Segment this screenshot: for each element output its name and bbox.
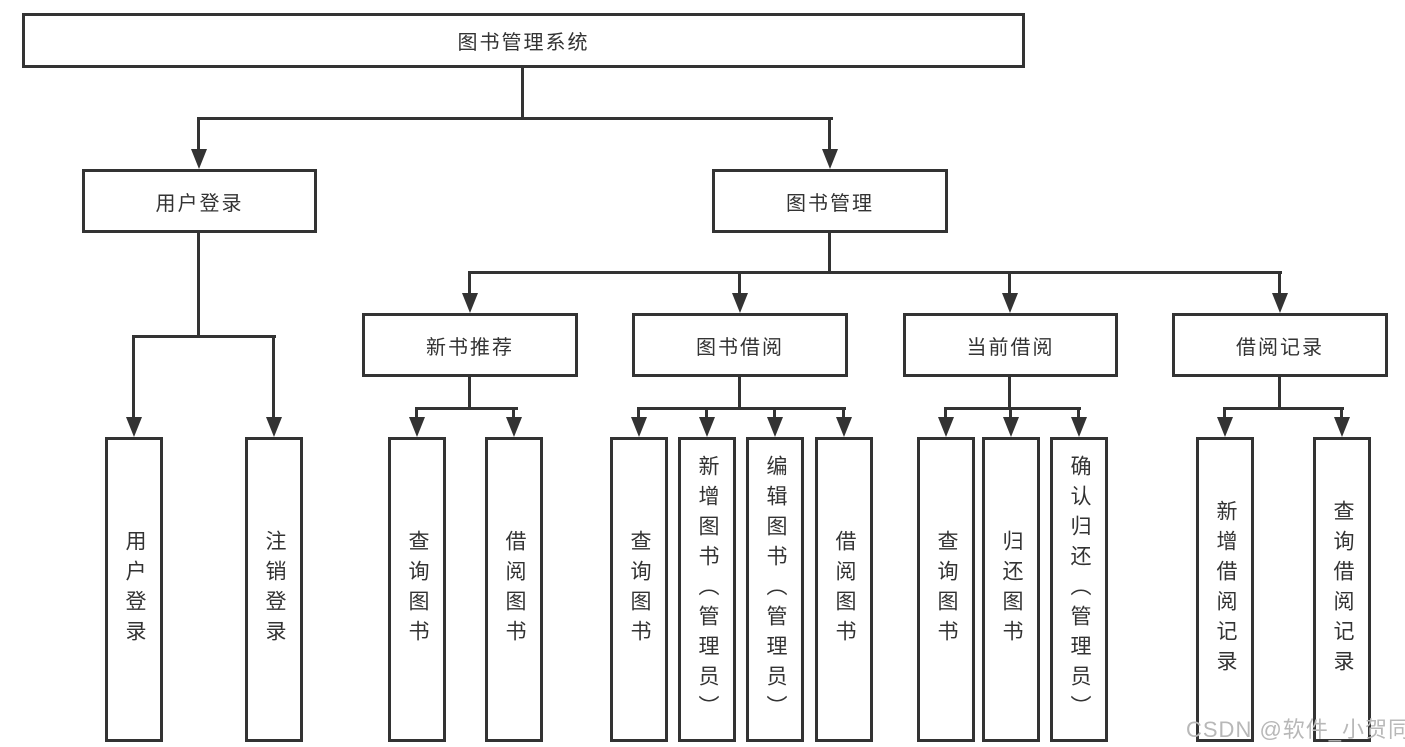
connector-line — [132, 338, 135, 419]
arrow-down — [1003, 417, 1019, 437]
connector-line — [637, 407, 846, 410]
arrow-down — [266, 417, 282, 437]
connector-line — [842, 410, 845, 419]
arrow-down — [409, 417, 425, 437]
arrow-down — [1272, 293, 1288, 313]
connector-line — [738, 274, 741, 295]
arrow-down — [1334, 417, 1350, 437]
leaf-query-books-recommend: 查询图书 — [388, 437, 446, 742]
leaf-label: 借阅图书 — [833, 529, 857, 650]
connector-line — [132, 335, 276, 338]
leaf-label: 确认归还（管理员） — [1068, 454, 1092, 725]
leaf-add-borrow-record: 新增借阅记录 — [1196, 437, 1254, 742]
node-book-borrowing: 图书借阅 — [632, 313, 848, 377]
node-label: 图书管理 — [786, 192, 874, 215]
leaf-label: 用户登录 — [123, 529, 147, 650]
node-current-borrowing: 当前借阅 — [903, 313, 1118, 377]
leaf-borrow-books-borrowing: 借阅图书 — [815, 437, 873, 742]
leaf-confirm-return-admin: 确认归还（管理员） — [1050, 437, 1108, 742]
connector-line — [197, 120, 200, 151]
connector-line — [828, 233, 831, 274]
connector-line — [468, 274, 471, 295]
connector-line — [1077, 410, 1080, 419]
leaf-label: 新增借阅记录 — [1214, 499, 1238, 680]
node-borrowing-records: 借阅记录 — [1172, 313, 1388, 377]
node-label: 当前借阅 — [966, 336, 1055, 359]
connector-line — [1278, 377, 1281, 410]
node-book-management: 图书管理 — [712, 169, 948, 233]
leaf-label: 查询图书 — [628, 529, 652, 650]
leaf-label: 注销登录 — [263, 529, 287, 650]
arrow-down — [699, 417, 715, 437]
arrow-down — [836, 417, 852, 437]
connector-line — [512, 410, 515, 419]
node-label: 用户登录 — [155, 192, 244, 215]
connector-line — [1008, 377, 1011, 410]
leaf-label: 新增图书（管理员） — [696, 454, 720, 725]
connector-line — [521, 68, 524, 120]
arrow-down — [1217, 417, 1233, 437]
arrow-down — [732, 293, 748, 313]
leaf-logout: 注销登录 — [245, 437, 303, 742]
leaf-query-books-current: 查询图书 — [917, 437, 975, 742]
connector-line — [1008, 274, 1011, 295]
connector-line — [415, 410, 418, 419]
leaf-query-books-borrowing: 查询图书 — [610, 437, 668, 742]
arrow-down — [767, 417, 783, 437]
arrow-down — [1071, 417, 1087, 437]
arrow-down — [126, 417, 142, 437]
connector-line — [1278, 274, 1281, 295]
connector-line — [944, 410, 947, 419]
arrow-down — [191, 149, 207, 169]
leaf-label: 查询借阅记录 — [1331, 499, 1355, 680]
connector-line — [773, 410, 776, 419]
leaf-borrow-books-recommend: 借阅图书 — [485, 437, 543, 742]
connector-line — [944, 407, 1081, 410]
leaf-add-books-admin: 新增图书（管理员） — [678, 437, 736, 742]
watermark: CSDN @软件_小贺同学 — [1186, 717, 1405, 742]
connector-line — [197, 233, 200, 337]
node-label: 新书推荐 — [426, 336, 514, 359]
node-user-login: 用户登录 — [82, 169, 317, 233]
node-label: 图书借阅 — [696, 336, 784, 359]
arrow-down — [462, 293, 478, 313]
leaf-label: 归还图书 — [1000, 529, 1024, 650]
node-library-system: 图书管理系统 — [22, 13, 1025, 68]
connector-line — [828, 120, 831, 151]
leaf-query-borrow-record: 查询借阅记录 — [1313, 437, 1371, 742]
connector-line — [738, 377, 741, 410]
leaf-label: 借阅图书 — [503, 529, 527, 650]
connector-line — [1223, 407, 1344, 410]
arrow-down — [506, 417, 522, 437]
leaf-label: 编辑图书（管理员） — [764, 454, 788, 725]
leaf-label: 查询图书 — [935, 529, 959, 650]
connector-line — [705, 410, 708, 419]
node-label: 借阅记录 — [1236, 336, 1324, 359]
leaf-user-login: 用户登录 — [105, 437, 163, 742]
connector-line — [1223, 410, 1226, 419]
arrow-down — [938, 417, 954, 437]
leaf-edit-books-admin: 编辑图书（管理员） — [746, 437, 804, 742]
connector-line — [1009, 410, 1012, 419]
connector-line — [1340, 410, 1343, 419]
connector-line — [468, 271, 1282, 274]
connector-line — [197, 117, 833, 120]
arrow-down — [1002, 293, 1018, 313]
leaf-return-books: 归还图书 — [982, 437, 1040, 742]
connector-line — [637, 410, 640, 419]
leaf-label: 查询图书 — [406, 529, 430, 650]
connector-line — [272, 338, 275, 419]
node-label: 图书管理系统 — [457, 32, 590, 54]
arrow-down — [631, 417, 647, 437]
connector-line — [468, 377, 471, 410]
node-new-book-recommendation: 新书推荐 — [362, 313, 578, 377]
arrow-down — [822, 149, 838, 169]
connector-line — [415, 407, 518, 410]
